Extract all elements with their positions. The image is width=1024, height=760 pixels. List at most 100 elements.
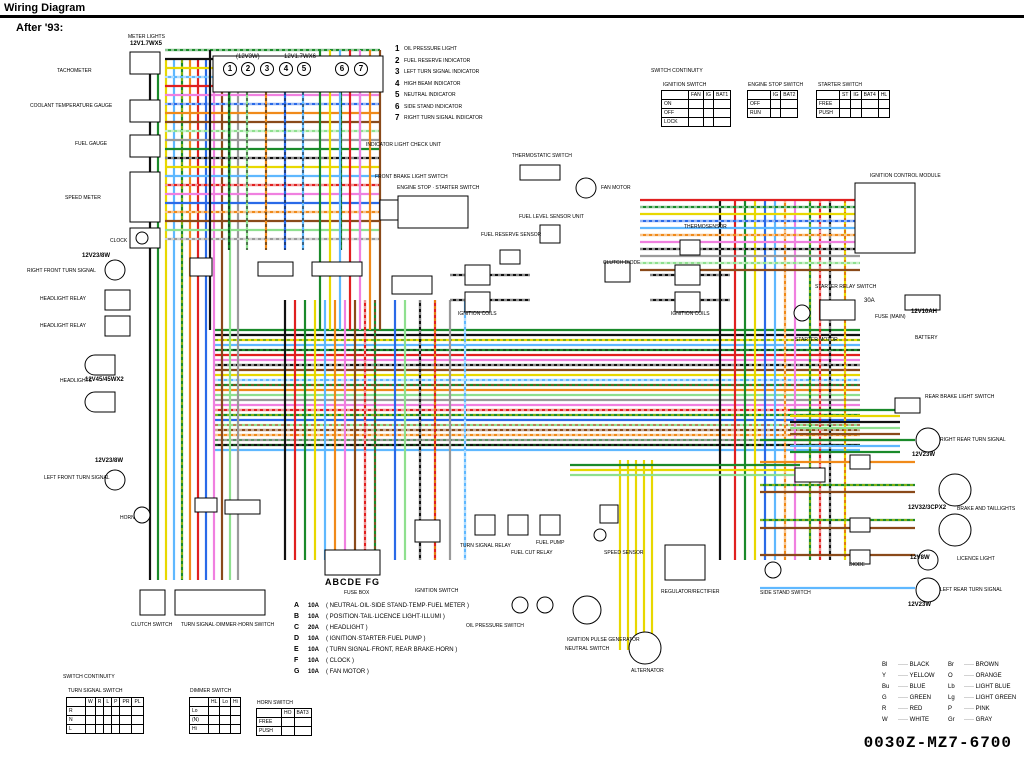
table-cell [111, 706, 121, 716]
headlight-relay-1-box [104, 289, 131, 311]
table-cell [688, 117, 704, 127]
table-cell [780, 108, 799, 118]
legend-code: O [948, 673, 953, 679]
lr-turn-bulb-icon [915, 577, 941, 603]
table-cell [780, 99, 799, 109]
table-header: BAT2 [780, 90, 799, 100]
indicator-num: 3 [395, 67, 400, 76]
license-label: LICENCE LIGHT [957, 556, 995, 562]
fuse-letter: A [294, 602, 300, 609]
connector-9p-a [257, 261, 294, 277]
rear-connector-a [794, 467, 826, 483]
indicator-num: 4 [395, 78, 400, 88]
license-bulb-icon [917, 549, 939, 571]
ignition-coils-left-label: IGNITION COILS [458, 311, 497, 317]
rf-turn-label: RIGHT FRONT TURN SIGNAL [27, 268, 96, 274]
legend-code: W [882, 717, 888, 723]
icm-label: IGNITION CONTROL MODULE [870, 173, 941, 179]
table-header: HL [207, 697, 221, 707]
thermostatic-box [519, 164, 561, 181]
table-row-label: Hi [189, 724, 209, 734]
fan-motor-icon [575, 177, 597, 199]
indicator-bulb: 4 [279, 62, 293, 76]
table-row-label: FREE [256, 717, 282, 727]
starter-motor-icon [793, 304, 811, 322]
table-cell [769, 99, 782, 109]
horn-icon [133, 506, 151, 524]
clutch-switch-label: CLUTCH SWITCH [131, 622, 173, 628]
table-cell [293, 726, 312, 736]
indicator-num: 5 [395, 90, 400, 99]
indicator-text: RIGHT TURN SIGNAL INDICATOR [404, 115, 483, 121]
rr-turn-bulb-icon [915, 427, 941, 453]
page-subtitle: After '93: [16, 22, 64, 34]
table-cell [838, 108, 852, 118]
lf-turn-label: LEFT FRONT TURN SIGNAL [44, 475, 110, 481]
table-cell [281, 717, 295, 727]
indicator-check-label: INDICATOR LIGHT CHECK UNIT [366, 142, 442, 148]
engine-stop-table-title: ENGINE STOP SWITCH [748, 82, 804, 88]
legend-name: ····· RED [898, 706, 923, 712]
fuse-desc: ( POSITION·TAIL·LICENCE LIGHT·ILLUMI ) [326, 614, 445, 620]
indicator-bulb: 3 [260, 62, 274, 76]
ignition-coils-right-label: IGNITION COILS [671, 311, 710, 317]
table-header: IG [769, 90, 782, 100]
fuel-reserve-sensor-label: FUEL RESERVE SENSOR [481, 232, 542, 238]
legend-code: Lb [948, 684, 955, 690]
clock-label: CLOCK [110, 238, 128, 244]
alternator-label: ALTERNATOR [631, 668, 664, 674]
table-cell [688, 99, 704, 109]
legend-code: Gr [948, 717, 955, 723]
horn-label: HORN [120, 515, 135, 521]
table-cell [702, 108, 715, 118]
fuse-desc: ( CLOCK ) [326, 658, 355, 664]
pulse-generator-label: IGNITION PULSE GENERATOR [567, 637, 640, 643]
table-header: L [103, 697, 113, 707]
table-corner [747, 90, 771, 100]
part-code: 0030Z-MZ7-6700 [863, 734, 1012, 752]
legend-name: ····· BLUE [898, 684, 926, 690]
fuse-desc: ( HEADLIGHT ) [326, 625, 368, 631]
starter-relay-box [819, 299, 856, 321]
fuse-letters: ABCDE FG [325, 577, 380, 587]
indicator-panel-box [212, 55, 384, 93]
table-header: FAN [688, 90, 704, 100]
legend-name: ····· WHITE [898, 717, 929, 723]
title-rule [0, 15, 1024, 18]
indicator-rating-left: (12V3W) [236, 54, 260, 60]
rear-connector-b [849, 454, 871, 470]
fuse-desc: ( FAN MOTOR ) [326, 669, 369, 675]
rear-brake-label: REAR BRAKE LIGHT SWITCH [925, 394, 995, 400]
engine-stop-box [397, 195, 469, 229]
rear-connector-d [849, 549, 871, 565]
rf-turn-bulb-icon [104, 259, 126, 281]
table-cell [207, 724, 221, 734]
fuel-gauge-box [129, 134, 161, 158]
table-cell [219, 706, 231, 716]
fuse-letter: F [294, 657, 299, 664]
brake-rating: 12V32/3CPX2 [908, 505, 947, 511]
table-cell [850, 108, 862, 118]
table-cell [119, 724, 133, 734]
fuse-amp: 10A [308, 614, 320, 620]
meter-lights-rating: 12V1.7WX5 [130, 41, 163, 47]
lr-turn-label: LEFT REAR TURN SIGNAL [940, 587, 1003, 593]
table-cell [713, 117, 732, 127]
indicator-bulb: 6 [335, 62, 349, 76]
table-cell [131, 706, 144, 716]
table-cell [111, 724, 121, 734]
table-cell [713, 108, 732, 118]
fuse-desc: ( TURN SIGNAL·FRONT, REAR BRAKE·HORN ) [326, 647, 458, 653]
legend-code: Bu [882, 684, 890, 690]
rf-turn-rating: 12V23/8W [82, 253, 111, 259]
dimmer-table-title: DIMMER SWITCH [190, 688, 232, 694]
indicator-text: OIL PRESSURE LIGHT [404, 46, 457, 52]
fuse-desc: ( IGNITION·STARTER·FUEL PUMP ) [326, 636, 426, 642]
neutral-switch-icon [536, 596, 554, 614]
meter-lights-label: METER LIGHTS [128, 34, 165, 40]
table-cell [131, 724, 144, 734]
